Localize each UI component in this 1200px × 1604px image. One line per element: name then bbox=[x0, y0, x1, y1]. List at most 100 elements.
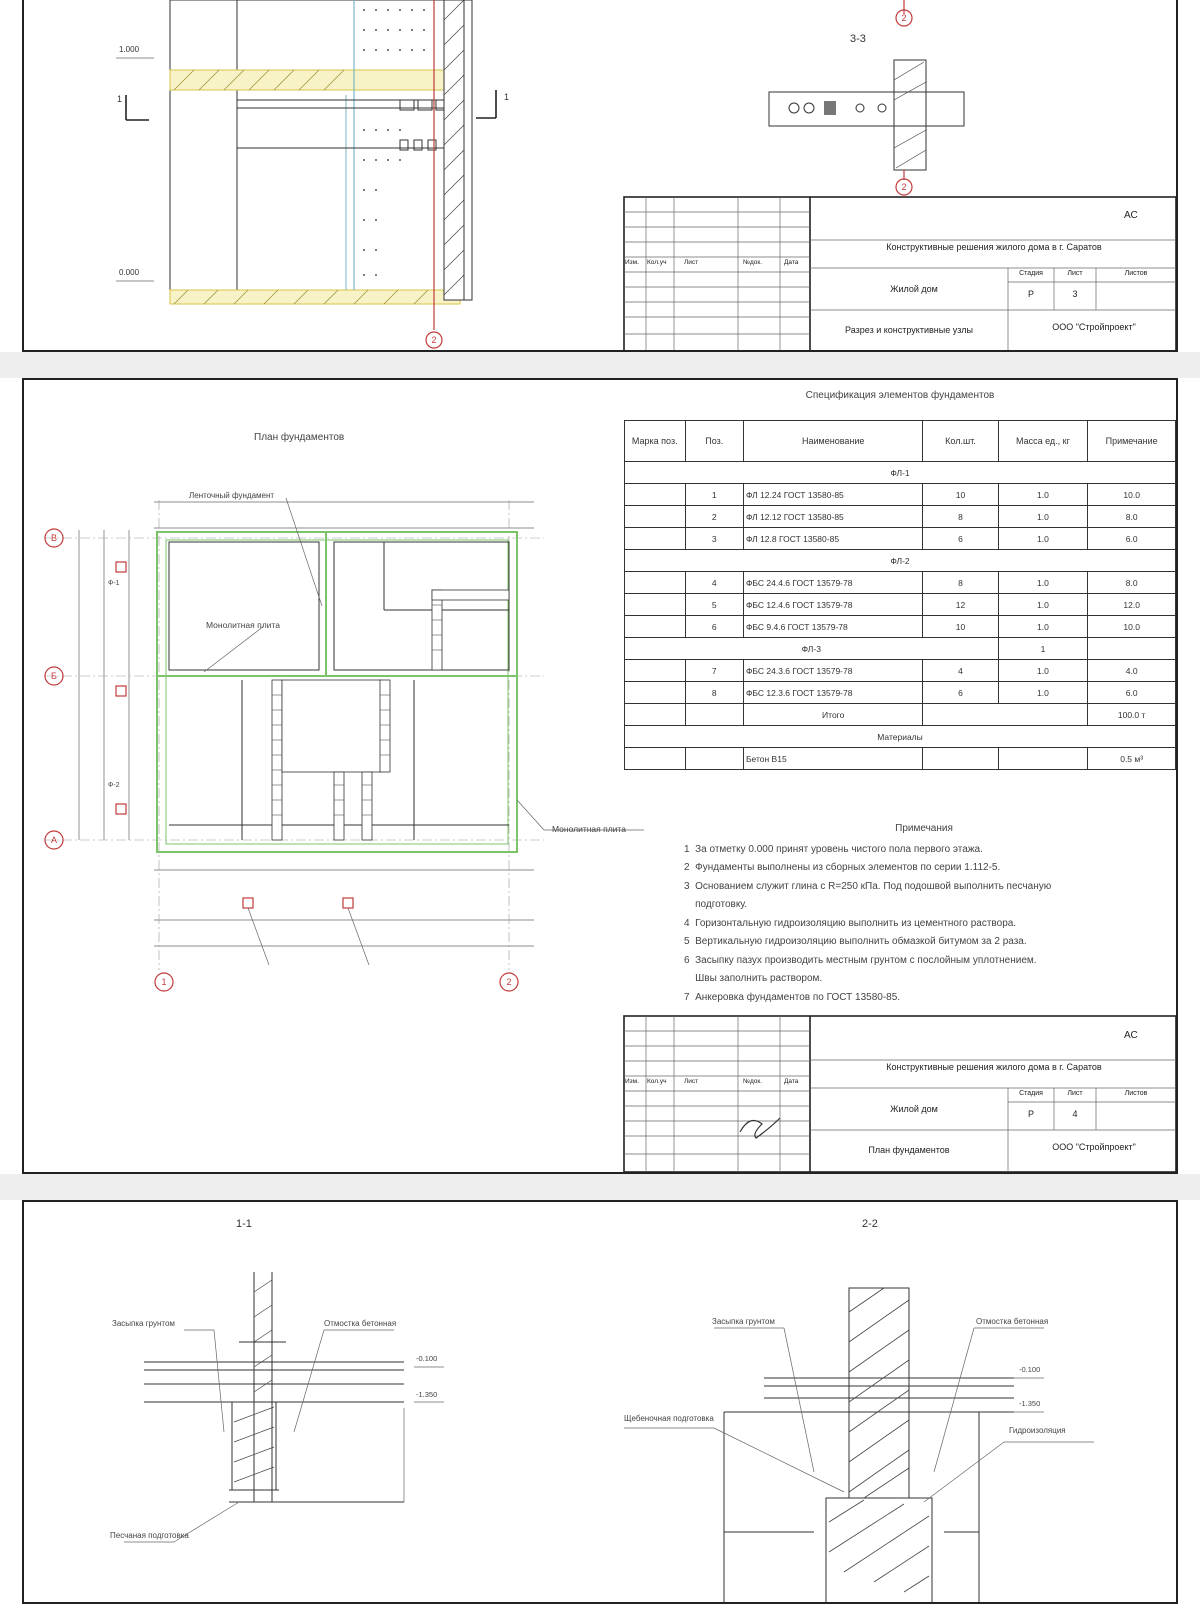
spec-cell: 4 bbox=[922, 659, 999, 682]
title-block-sheet-code: АС bbox=[1124, 210, 1138, 221]
spec-cell: 12.0 bbox=[1087, 593, 1176, 616]
drawing-sheet-2: В Б А 1 2 План фундаментов Л bbox=[22, 378, 1178, 1174]
slab-label-upper: Монолитная плита bbox=[206, 620, 280, 630]
title-block-header-list: Лист bbox=[684, 259, 699, 266]
title-block-project: Конструктивные решения жилого дома в г. … bbox=[886, 1062, 1102, 1072]
spec-cell: 1.0 bbox=[997, 659, 1089, 682]
title-block-sheets-header: Листов bbox=[1124, 1090, 1148, 1097]
note-line: подготовку. bbox=[684, 899, 748, 910]
spec-total-label: Итого bbox=[742, 703, 924, 726]
spec-cell: 10.0 bbox=[1087, 483, 1176, 506]
spec-cell: 6.0 bbox=[1087, 527, 1176, 550]
spec-group-extra: 1 bbox=[997, 637, 1089, 660]
label-waterproofing-2: Гидроизоляция bbox=[1009, 1426, 1066, 1435]
level-1-bottom: -1.350 bbox=[416, 1390, 438, 1399]
spec-cell: 1.0 bbox=[997, 615, 1089, 638]
spec-cell: Бетон В15 bbox=[742, 747, 924, 770]
axis-mark-bottom: 2 bbox=[431, 335, 436, 345]
mark-f2: Ф-2 bbox=[108, 782, 120, 789]
axis-a: А bbox=[51, 835, 57, 845]
spec-cell bbox=[624, 483, 686, 506]
sheet-gap bbox=[0, 1174, 1200, 1200]
spec-cell: 6 bbox=[922, 527, 999, 550]
title-block-sheets-header: Листов bbox=[1124, 270, 1148, 277]
spec-total-value: 100.0 т bbox=[1087, 703, 1176, 726]
title-block-company: ООО "Стройпроект" bbox=[1052, 1142, 1136, 1152]
spec-cell: 1.0 bbox=[997, 483, 1089, 506]
section-2-title: 2-2 bbox=[862, 1218, 878, 1230]
note-line: 3 Основанием служит глина с R=250 кПа. П… bbox=[684, 880, 1052, 892]
title-block-building: Жилой дом bbox=[890, 284, 938, 294]
sheet-1-drawing: 2 1 1 1.000 0.000 3-3 2 2 bbox=[116, 0, 1176, 350]
spec-cell: 6.0 bbox=[1087, 681, 1176, 704]
spec-cell bbox=[624, 703, 686, 726]
spec-cell: 1.0 bbox=[997, 681, 1089, 704]
spec-cell bbox=[922, 747, 999, 770]
spec-group-label: ФЛ-1 bbox=[624, 461, 1176, 484]
spec-cell: 10 bbox=[922, 483, 999, 506]
spec-cell: 5 bbox=[684, 593, 744, 616]
spec-cell: 1.0 bbox=[997, 505, 1089, 528]
spec-cell bbox=[624, 681, 686, 704]
spec-cell: 10.0 bbox=[1087, 615, 1176, 638]
spec-cell: 3 bbox=[684, 527, 744, 550]
title-block-sheet-no: 3 bbox=[1072, 289, 1078, 299]
note-line: 7 Анкеровка фундаментов по ГОСТ 13580-85… bbox=[684, 991, 901, 1003]
axis-b: Б bbox=[51, 671, 57, 681]
label-backfill-1: Засыпка грунтом bbox=[112, 1319, 175, 1328]
label-blind-area-1: Отмостка бетонная bbox=[324, 1319, 397, 1328]
spec-cell bbox=[624, 527, 686, 550]
spec-cell bbox=[624, 615, 686, 638]
title-block-building: Жилой дом bbox=[890, 1104, 938, 1114]
spec-header-cell: Кол.шт. bbox=[922, 420, 999, 462]
section-mark-left: 1 bbox=[117, 94, 122, 104]
note-line: 2 Фундаменты выполнены из сборных элемен… bbox=[684, 862, 1001, 873]
mark-f1: Ф-1 bbox=[108, 580, 120, 587]
note-line: 1 За отметку 0.000 принят уровень чистог… bbox=[684, 843, 983, 855]
drawing-sheet-3: 1-1 2-2 Засыпка грунтом Отмостка бетонна… bbox=[22, 1200, 1178, 1604]
title-block-header-list: Лист bbox=[684, 1078, 699, 1085]
title-block-header-izm: Изм. bbox=[625, 259, 639, 266]
title-block-drawing-name: План фундаментов bbox=[868, 1145, 950, 1155]
label-blind-area-2: Отмостка бетонная bbox=[976, 1317, 1049, 1326]
spec-header-cell: Наименование bbox=[742, 420, 924, 462]
axis-mark-top: 2 bbox=[901, 13, 906, 23]
spec-cell: ФБС 24.4.6 ГОСТ 13579-78 bbox=[742, 571, 924, 594]
spec-cell: 1 bbox=[684, 483, 744, 506]
level-1-top: -0.100 bbox=[416, 1354, 438, 1363]
spec-cell bbox=[997, 747, 1089, 770]
note-line: 4 Горизонтальную гидроизоляцию выполнить… bbox=[684, 917, 1017, 929]
title-block-stage-header: Стадия bbox=[1019, 270, 1043, 277]
notes-title: Примечания bbox=[895, 823, 953, 834]
spec-row: ФЛ-1 bbox=[624, 461, 1176, 484]
spec-cell: ФЛ 12.12 ГОСТ 13580-85 bbox=[742, 505, 924, 528]
title-block-company: ООО "Стройпроект" bbox=[1052, 322, 1136, 332]
section-mark-right: 1 bbox=[504, 92, 509, 102]
plan-title: План фундаментов bbox=[254, 432, 345, 443]
title-block-header-doc: №док. bbox=[743, 259, 763, 266]
title-block-sheet-header: Лист bbox=[1067, 1090, 1083, 1097]
title-block-header-izm: Изм. bbox=[625, 1078, 639, 1085]
note-line: 6 Засыпку пазух производить местным грун… bbox=[684, 954, 1037, 966]
spec-header-cell: Масса ед., кг bbox=[997, 420, 1089, 462]
spec-cell bbox=[922, 703, 1089, 726]
foundation-ref-label: Ленточный фундамент bbox=[189, 491, 275, 500]
spec-cell bbox=[684, 747, 744, 770]
spec-row: Материалы bbox=[624, 725, 1176, 748]
spec-cell: 8 bbox=[922, 505, 999, 528]
spec-cell bbox=[1087, 637, 1176, 660]
spec-cell: ФЛ 12.24 ГОСТ 13580-85 bbox=[742, 483, 924, 506]
spec-cell: 8 bbox=[922, 571, 999, 594]
spec-cell: 6 bbox=[922, 681, 999, 704]
spec-cell: 1.0 bbox=[997, 571, 1089, 594]
spec-group-label: ФЛ-3 bbox=[624, 637, 999, 660]
spec-cell bbox=[624, 593, 686, 616]
level-mark-bottom: 0.000 bbox=[119, 268, 140, 277]
spec-cell: ФЛ 12.8 ГОСТ 13580-85 bbox=[742, 527, 924, 550]
